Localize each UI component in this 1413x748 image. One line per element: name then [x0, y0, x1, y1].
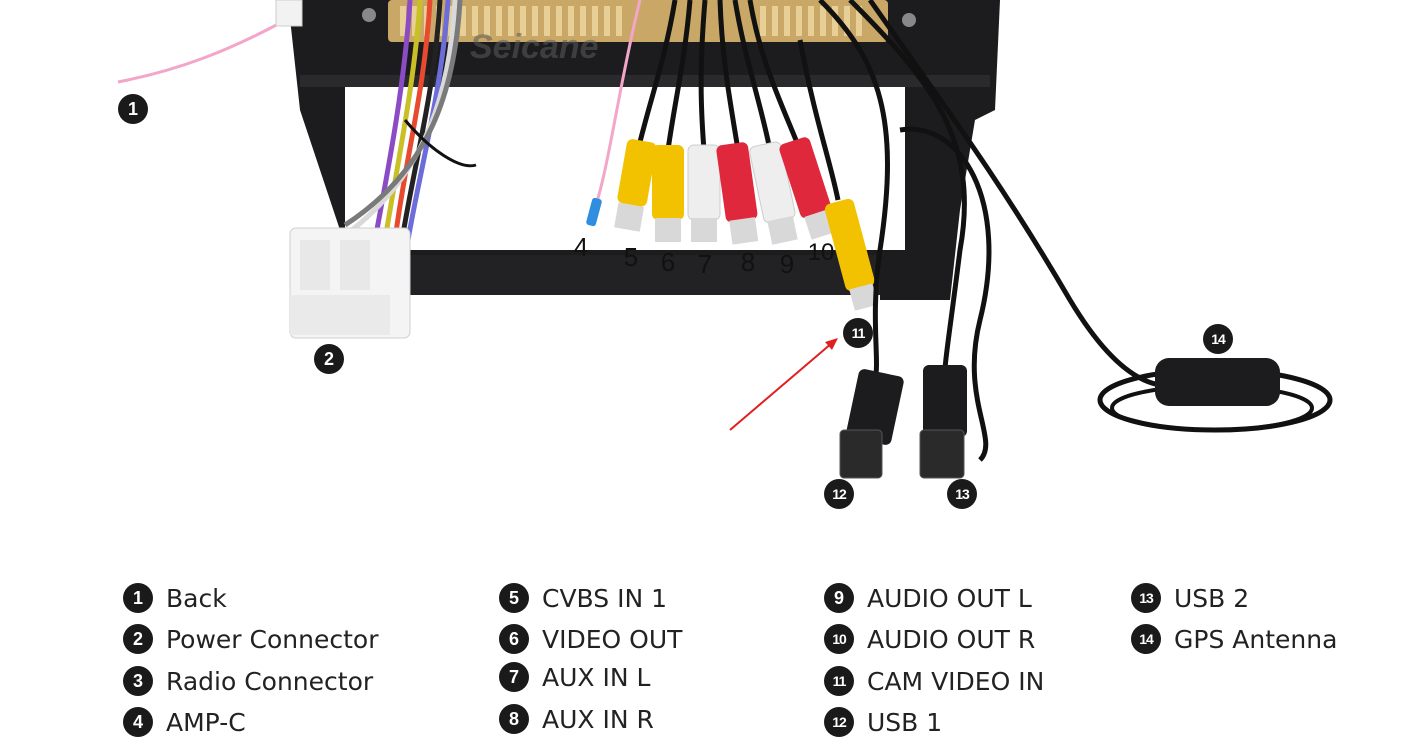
callout-14: 14 [1203, 324, 1233, 354]
callout-13: 13 [947, 479, 977, 509]
usb-plugs [839, 365, 967, 479]
callout-9: 9 [779, 248, 795, 279]
amp-c-plug [586, 197, 602, 227]
callout-11: 11 [843, 318, 873, 348]
callout-1: 1 [118, 94, 148, 124]
connector-block [362, 0, 916, 42]
power-connector [289, 227, 411, 339]
pointer-arrow [729, 338, 838, 431]
callout-2: 2 [314, 344, 344, 374]
brand-watermark: Seicane [470, 28, 599, 66]
usb-gps-cables [818, 0, 1161, 462]
rca-cables [635, 0, 803, 151]
callout-5: 5 [623, 241, 639, 272]
callout-12: 12 [824, 479, 854, 509]
callout-10: 10 [807, 239, 835, 266]
wire-harness [343, 0, 477, 241]
back-wire [117, 20, 283, 84]
callout-7: 7 [697, 248, 713, 279]
callout-4: 4 [573, 231, 589, 262]
callout-6: 6 [660, 246, 676, 277]
gps-antenna [1097, 358, 1333, 433]
callout-8: 8 [740, 246, 756, 277]
rca-plugs [614, 39, 879, 311]
